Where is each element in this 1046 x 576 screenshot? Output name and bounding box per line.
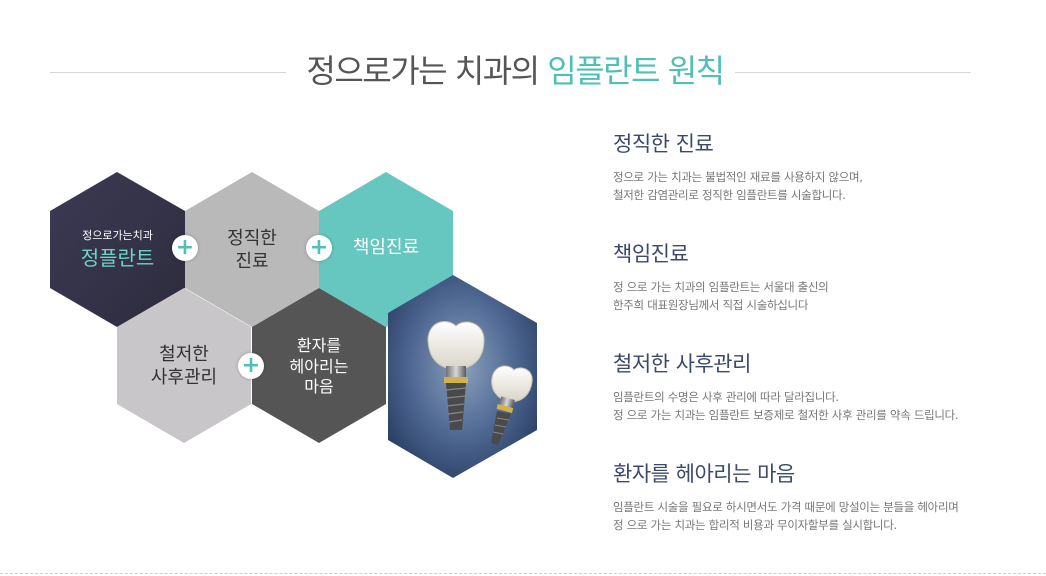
principle-aftercare: 철저한 사후관리 임플란트의 수명은 사후 관리에 따라 달라집니다. 정 으로… — [613, 348, 1033, 424]
principle-desc-line: 임플란트의 수명은 사후 관리에 따라 달라집니다. — [613, 390, 839, 404]
title-accent: 임플란트 원칙 — [547, 52, 725, 90]
principle-heading: 책임진료 — [613, 242, 689, 266]
principle-desc-line: 임플란트 시술을 필요로 하시면서도 가격 때문에 망설이는 분들을 헤아리며 — [613, 500, 959, 514]
principle-desc-line: 정 으로 가는 치과는 합리적 비용과 무이자할부를 실시합니다. — [613, 518, 897, 532]
principle-desc-line: 정 으로 가는 치과는 임플란트 보증제로 철저한 사후 관리를 약속 드립니다… — [613, 408, 959, 422]
hex-aftercare-text: 철저한 사후관리 — [117, 338, 251, 394]
plus-icon: + — [172, 235, 198, 261]
brand-small-label: 정으로가는치과 — [82, 228, 153, 242]
aftercare-line-1: 철저한 — [159, 343, 209, 365]
title-prefix: 정으로가는 치과의 — [306, 52, 548, 90]
honest-line-2: 진료 — [235, 251, 269, 272]
aftercare-line-2: 사후관리 — [150, 367, 218, 388]
hex-honest-text: 정직한 진료 — [185, 222, 319, 278]
hex-brand-text: 정으로가는치과 정플란트 — [50, 220, 185, 280]
care-line-2: 헤아리는 — [289, 356, 349, 376]
principle-heading: 환자를 헤아리는 마음 — [613, 462, 795, 486]
hex-aftercare — [117, 288, 251, 443]
principle-responsible-care: 책임진료 정 으로 가는 치과의 임플란트는 서울대 출신의 한주희 대표원장님… — [613, 238, 1033, 314]
hex-honest-care — [185, 172, 319, 327]
hexagon-graphics — [50, 172, 537, 478]
responsible-label: 책임진료 — [352, 237, 420, 259]
hex-patient-care-text: 환자를 헤아리는 마음 — [252, 332, 386, 402]
hex-responsible-text: 책임진료 — [319, 228, 453, 268]
principles-description-list: 정직한 진료 정으로 가는 치과는 불법적인 재료를 사용하지 않으며, 철저한… — [613, 128, 1033, 568]
hex-patient-care — [252, 288, 386, 443]
principle-desc-line: 정 으로 가는 치과의 임플란트는 서울대 출신의 — [613, 280, 829, 294]
principle-heading: 철저한 사후관리 — [613, 352, 751, 376]
dental-implant-icon — [427, 321, 533, 445]
care-line-1: 환자를 — [296, 335, 342, 355]
page-title: 정으로가는 치과의 임플란트 원칙 — [300, 46, 730, 96]
plus-icon: + — [238, 353, 264, 379]
principle-desc-line: 한주희 대표원장님께서 직접 시술하십니다 — [613, 298, 809, 312]
care-line-3: 마음 — [304, 377, 334, 397]
brand-large-label: 정플란트 — [80, 246, 155, 271]
title-divider-right — [735, 72, 971, 73]
page-header: 정으로가는 치과의 임플란트 원칙 — [0, 46, 1046, 96]
honest-line-1: 정직한 — [227, 227, 277, 249]
bottom-divider — [0, 573, 1046, 574]
principle-desc-line: 철저한 감염관리로 정직한 임플란트를 시술합니다. — [613, 188, 846, 202]
hex-responsible-care — [319, 172, 453, 327]
hex-brand — [50, 172, 185, 327]
principles-hexagon-cluster: 정으로가는치과 정플란트 정직한 진료 책임진료 철저한 사후관리 환자를 헤아… — [0, 160, 560, 490]
principle-honest-care: 정직한 진료 정으로 가는 치과는 불법적인 재료를 사용하지 않으며, 철저한… — [613, 128, 1033, 204]
principle-desc-line: 정으로 가는 치과는 불법적인 재료를 사용하지 않으며, — [613, 170, 863, 184]
principle-heading: 정직한 진료 — [613, 132, 714, 156]
plus-icon: + — [306, 235, 332, 261]
principle-patient-care: 환자를 헤아리는 마음 임플란트 시술을 필요로 하시면서도 가격 때문에 망설… — [613, 458, 1033, 534]
title-divider-left — [50, 72, 286, 73]
